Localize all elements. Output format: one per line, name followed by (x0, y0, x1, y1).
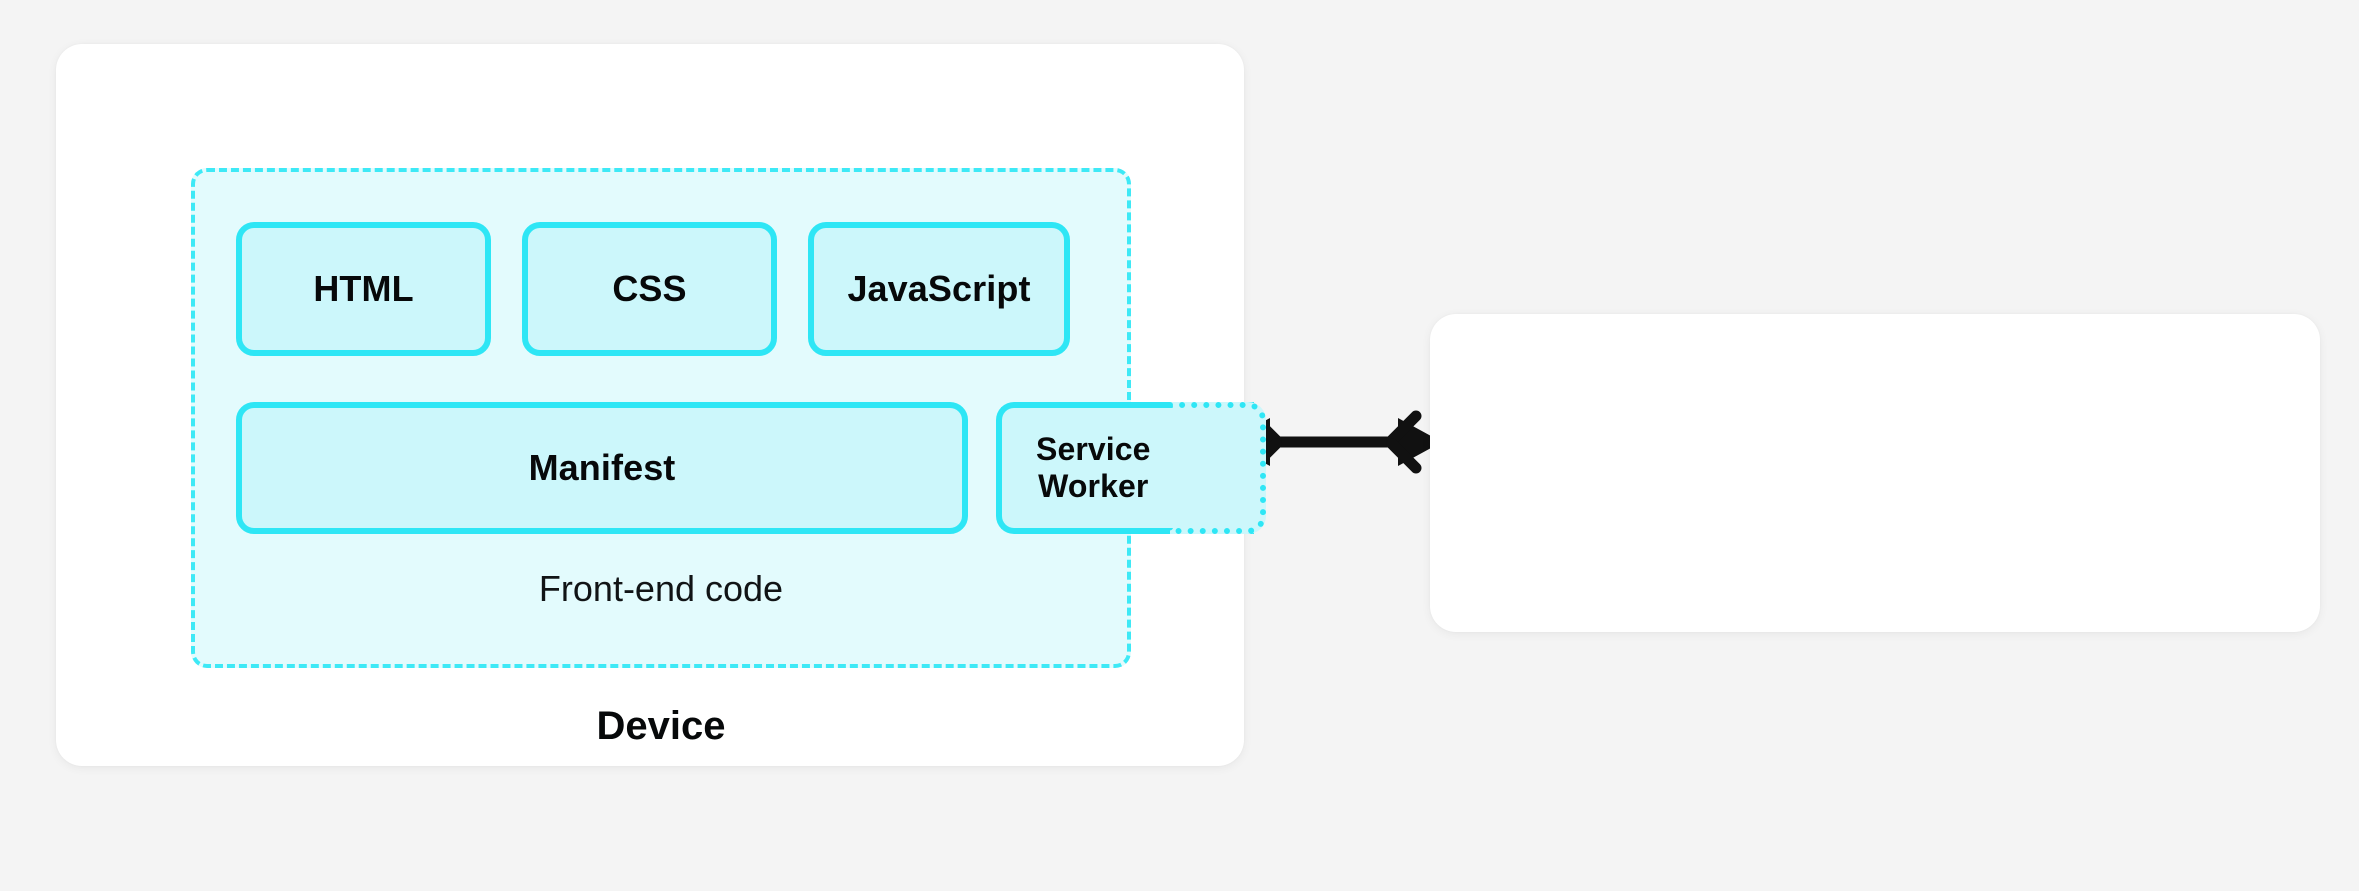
front-end-code-label: Front-end code (538, 568, 784, 609)
javascript-tile[interactable]: JavaScript (808, 222, 1070, 356)
service-worker-line-1: Service (1036, 431, 1151, 468)
css-tile-label: CSS (612, 268, 687, 310)
manifest-tile-label: Manifest (528, 447, 676, 489)
bidirectional-arrow-icon (1226, 410, 1442, 474)
html-tile[interactable]: HTML (236, 222, 491, 356)
javascript-tile-label: JavaScript (847, 268, 1031, 310)
web-server-panel: Back-end code Web server (1430, 314, 2320, 632)
css-tile[interactable]: CSS (522, 222, 777, 356)
manifest-tile[interactable]: Manifest (236, 402, 968, 534)
device-label: Device (596, 704, 726, 748)
html-tile-label: HTML (313, 268, 414, 310)
service-worker-line-2: Worker (1038, 468, 1149, 504)
service-worker-outer-edge (1170, 402, 1266, 534)
